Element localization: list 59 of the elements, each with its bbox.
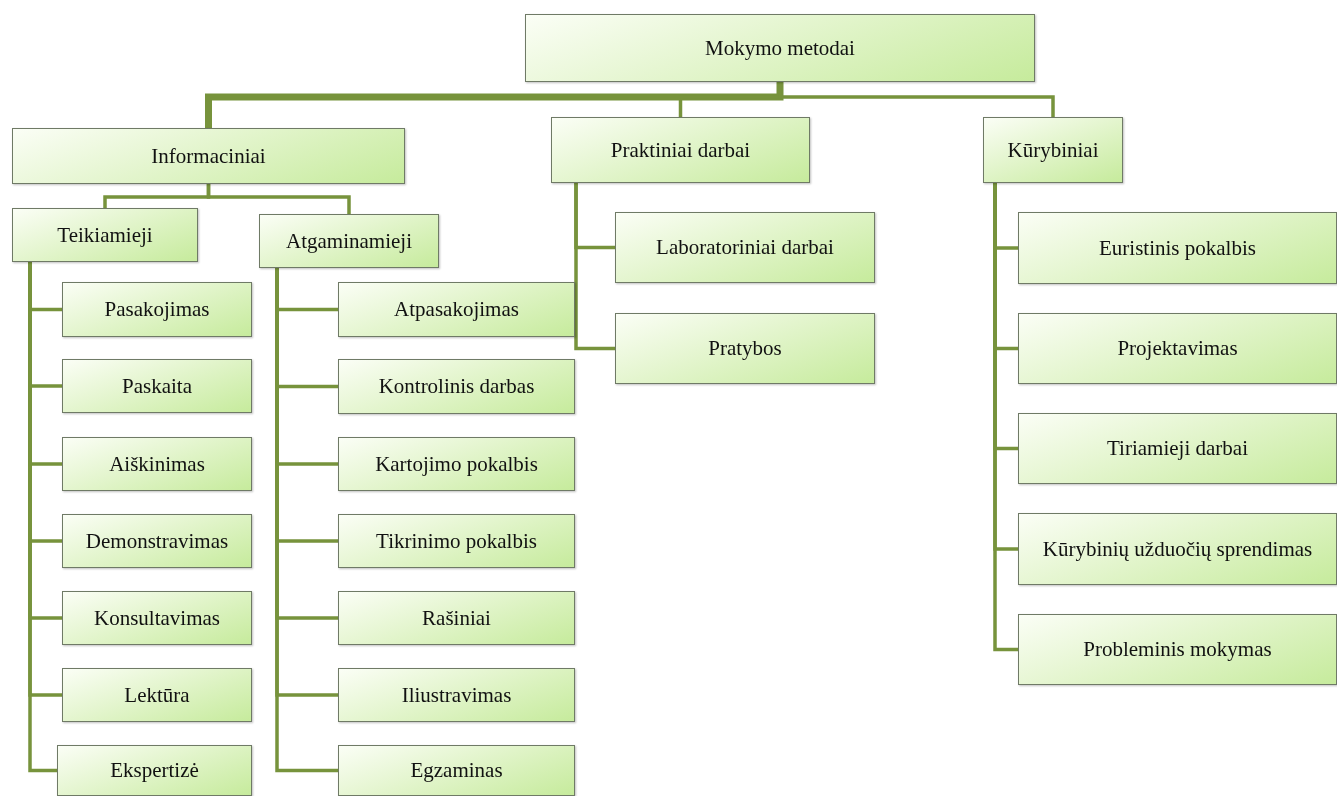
- method-box: [338, 514, 575, 568]
- method-box: [338, 668, 575, 722]
- method-label: Pratybos: [707, 336, 783, 361]
- method-box: [1018, 614, 1337, 685]
- method-label: Atpasakojimas: [393, 297, 520, 322]
- method-label: Projektavimas: [1116, 336, 1239, 361]
- method-label: Paskaita: [121, 373, 193, 399]
- method-box: [62, 437, 252, 491]
- method-box: [62, 514, 252, 568]
- method-label: Kontrolinis darbas: [377, 374, 536, 399]
- method-box: [551, 117, 810, 183]
- method-box: [12, 208, 198, 262]
- method-box: [338, 591, 575, 645]
- method-label: Kartojimo pokalbis: [374, 451, 539, 477]
- method-box: [338, 745, 575, 796]
- method-box: [1018, 313, 1337, 384]
- method-label: Mokymo metodai: [704, 35, 856, 61]
- method-box: [259, 214, 439, 268]
- method-box: [338, 359, 575, 414]
- method-box: [338, 437, 575, 491]
- method-box: [57, 745, 252, 796]
- connector-line: [28, 262, 57, 773]
- method-label: Lektūra: [123, 682, 191, 708]
- method-label: Kūrybiniai: [1006, 137, 1100, 163]
- method-label: Egzaminas: [409, 758, 504, 783]
- method-label: Ekspertizė: [109, 758, 200, 783]
- connector-line: [993, 183, 1018, 652]
- method-box: [62, 668, 252, 722]
- connector-line: [205, 82, 784, 128]
- method-box: [615, 313, 875, 384]
- method-label: Probleminis mokymas: [1082, 637, 1273, 662]
- method-box: [338, 282, 575, 337]
- method-box: [1018, 513, 1337, 585]
- method-label: Laboratoriniai darbai: [655, 235, 835, 260]
- method-label: Rašiniai: [421, 605, 492, 631]
- method-label: Konsultavimas: [93, 605, 221, 631]
- method-box: [12, 128, 405, 184]
- method-label: Kūrybinių užduočių sprendimas: [1041, 536, 1314, 562]
- method-label: Tiriamieji darbai: [1106, 436, 1249, 461]
- connector-line: [574, 183, 615, 351]
- method-label: Pasakojimas: [103, 297, 211, 322]
- method-label: Teikiamieji: [56, 222, 154, 248]
- method-label: Aiškinimas: [108, 451, 206, 477]
- method-box: [983, 117, 1123, 183]
- method-label: Euristinis pokalbis: [1098, 235, 1257, 261]
- method-box: [62, 282, 252, 337]
- method-label: Atgaminamieji: [285, 228, 413, 254]
- method-box: [615, 212, 875, 283]
- method-label: Informaciniai: [150, 143, 267, 169]
- method-label: Praktiniai darbai: [609, 137, 752, 163]
- method-box: [1018, 212, 1337, 284]
- method-box: [62, 359, 252, 413]
- method-label: Iliustravimas: [400, 682, 513, 708]
- method-box: [1018, 413, 1337, 484]
- method-label: Tikrinimo pokalbis: [375, 528, 538, 554]
- method-box: [62, 591, 252, 645]
- method-box: [525, 14, 1035, 82]
- method-label: Demonstravimas: [84, 528, 230, 554]
- connector-line: [206, 184, 351, 214]
